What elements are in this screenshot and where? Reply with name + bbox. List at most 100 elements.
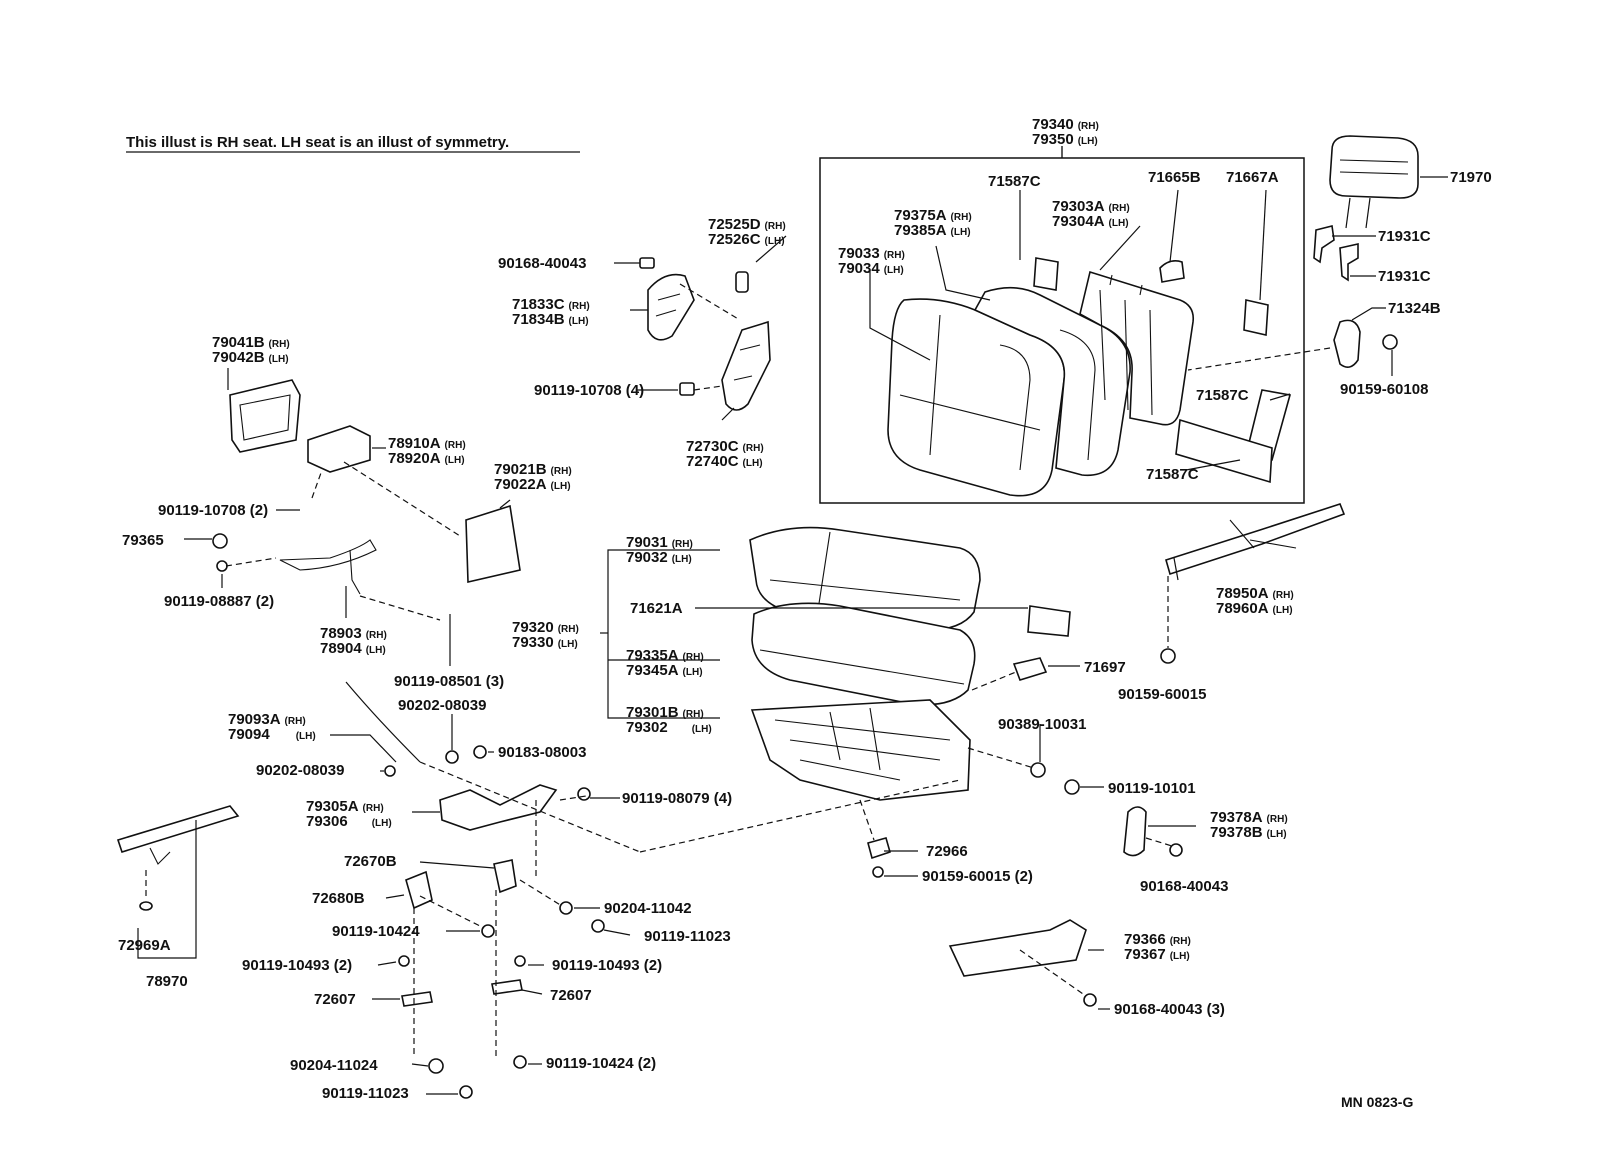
callout-90119-10101: 90119-10101	[1108, 780, 1196, 797]
callout-72670b: 72670B	[344, 853, 397, 870]
callout-90119-08501: 90119-08501 (3)	[394, 673, 504, 690]
bolt-90119-08079	[577, 787, 591, 801]
nut-90159-60108	[1382, 334, 1398, 350]
callout-78960a: 78960A(LH)	[1216, 600, 1293, 617]
panel-79041b	[229, 379, 301, 453]
callout-90168-40043-3: 90168-40043 (3)	[1114, 1001, 1225, 1018]
callout-79021b: 79021B(RH)	[494, 461, 572, 478]
nut-90204-11024	[428, 1058, 444, 1074]
pad-71587c-3	[1175, 418, 1273, 484]
callout-90168-40043-top: 90168-40043	[498, 255, 586, 272]
recliner-cover	[647, 273, 695, 341]
callout-90389-10031: 90389-10031	[998, 716, 1086, 733]
cover-79378a	[1123, 806, 1147, 857]
callout-72607-b: 72607	[550, 987, 592, 1004]
illustration-note: This illust is RH seat. LH seat is an il…	[126, 134, 509, 151]
callout-90119-11023-b: 90119-11023	[322, 1085, 409, 1102]
knob-72525d	[735, 271, 749, 293]
callout-78903: 78903(RH)	[320, 625, 387, 642]
bolt-90119-10424	[481, 924, 495, 938]
callout-79335a: 79335A(RH)	[626, 647, 704, 664]
callout-90119-10424: 90119-10424	[332, 923, 420, 940]
pad-71665b	[1159, 260, 1185, 283]
screw-90168-r	[1169, 843, 1183, 857]
callouts: 79340(RH) 79350(LH) 71970 71587C 71665B …	[118, 116, 1492, 1102]
callout-79375a: 79375A(RH)	[894, 207, 972, 224]
callout-79330: 79330(LH)	[512, 634, 578, 651]
callout-79301b: 79301B(RH)	[626, 704, 704, 721]
callout-90202-08039-a: 90202-08039	[398, 697, 486, 714]
callout-72680b: 72680B	[312, 890, 365, 907]
panel-79021b	[465, 504, 521, 583]
headrest-support-1	[1313, 225, 1335, 264]
callout-79022a: 79022A(LH)	[494, 476, 571, 493]
cover-78910a	[307, 425, 371, 473]
seatback-cover	[973, 286, 1131, 477]
diagram-code: MN 0823-G	[1341, 1094, 1413, 1110]
pad-71587c	[1033, 257, 1059, 291]
callout-71324b: 71324B	[1388, 300, 1441, 317]
headrest	[1329, 135, 1419, 229]
callout-79041b: 79041B(RH)	[212, 334, 290, 351]
bolt-90119-10708-4	[679, 382, 695, 396]
callout-72740c: 72740C(LH)	[686, 453, 763, 470]
spring-71697	[1012, 657, 1048, 681]
callout-79350: 79350(LH)	[1032, 131, 1098, 148]
callout-71587c-bottom: 71587C	[1146, 466, 1199, 483]
callout-79093a: 79093A(RH)	[228, 711, 306, 728]
callout-90119-10493-a: 90119-10493 (2)	[242, 957, 352, 974]
callout-78910a: 78910A(RH)	[388, 435, 466, 452]
callout-71587c-top: 71587C	[988, 173, 1041, 190]
callout-71931c-a: 71931C	[1378, 228, 1431, 245]
callout-72526c: 72526C(LH)	[708, 231, 785, 248]
callout-90183-08003: 90183-08003	[498, 744, 586, 761]
cover-71324b	[1333, 319, 1361, 368]
callout-79367: 79367(LH)	[1124, 946, 1190, 963]
callout-90119-11023-a: 90119-11023	[644, 928, 731, 945]
callout-71621a: 71621A	[630, 600, 683, 617]
washer-90202-a	[445, 750, 459, 764]
callout-79304a: 79304A(LH)	[1052, 213, 1129, 230]
callout-72607-a: 72607	[314, 991, 356, 1008]
callout-79305a: 79305A(RH)	[306, 798, 384, 815]
callout-72525d: 72525D(RH)	[708, 216, 786, 233]
callout-90119-08887: 90119-08887 (2)	[164, 593, 274, 610]
nut-90183	[473, 745, 487, 759]
callout-78904: 78904(LH)	[320, 640, 386, 657]
callout-79320: 79320(RH)	[512, 619, 579, 636]
bolt-90119-10101	[1064, 779, 1080, 795]
belt-78950a	[1165, 503, 1346, 576]
callout-71833c: 71833C(RH)	[512, 296, 590, 313]
bolt-90119-11023-b	[459, 1085, 473, 1099]
callout-90119-10493-b: 90119-10493 (2)	[552, 957, 662, 974]
callout-90159-60015: 90159-60015	[1118, 686, 1206, 703]
callout-79365: 79365	[122, 532, 164, 549]
washer-90202-b	[384, 765, 396, 777]
callout-79094: 79094(LH)	[228, 726, 316, 743]
latch-72670b	[493, 859, 517, 894]
bolt-90119-10493-b	[514, 955, 526, 967]
callout-90119-10424-2: 90119-10424 (2)	[546, 1055, 656, 1072]
callout-90159-60015-2: 90159-60015 (2)	[922, 868, 1033, 885]
callout-71667a: 71667A	[1226, 169, 1279, 186]
dashed-lines	[145, 283, 1331, 1058]
callout-79378a: 79378A(RH)	[1210, 809, 1288, 826]
bolt-90159-60015	[1160, 648, 1176, 664]
callout-79033: 79033(RH)	[838, 245, 905, 262]
callout-90119-10708-2: 90119-10708 (2)	[158, 502, 268, 519]
callout-79042b: 79042B(LH)	[212, 349, 289, 366]
callout-79031: 79031(RH)	[626, 534, 693, 551]
callout-90204-11024: 90204-11024	[290, 1057, 378, 1074]
screw-90168-3	[1083, 993, 1097, 1007]
callout-72730c: 72730C(RH)	[686, 438, 764, 455]
callout-71665b: 71665B	[1148, 169, 1201, 186]
seatback-frame	[1079, 270, 1195, 426]
bolt-90119-10493-a	[398, 955, 410, 967]
bolt-90119-11023-a	[591, 919, 605, 933]
callout-90168-40043-r: 90168-40043	[1140, 878, 1228, 895]
callout-78920a: 78920A(LH)	[388, 450, 465, 467]
callout-79345a: 79345A(LH)	[626, 662, 703, 679]
nut-90204-11042	[559, 901, 573, 915]
callout-90204-11042: 90204-11042	[604, 900, 692, 917]
callout-71587c-mid: 71587C	[1196, 387, 1249, 404]
